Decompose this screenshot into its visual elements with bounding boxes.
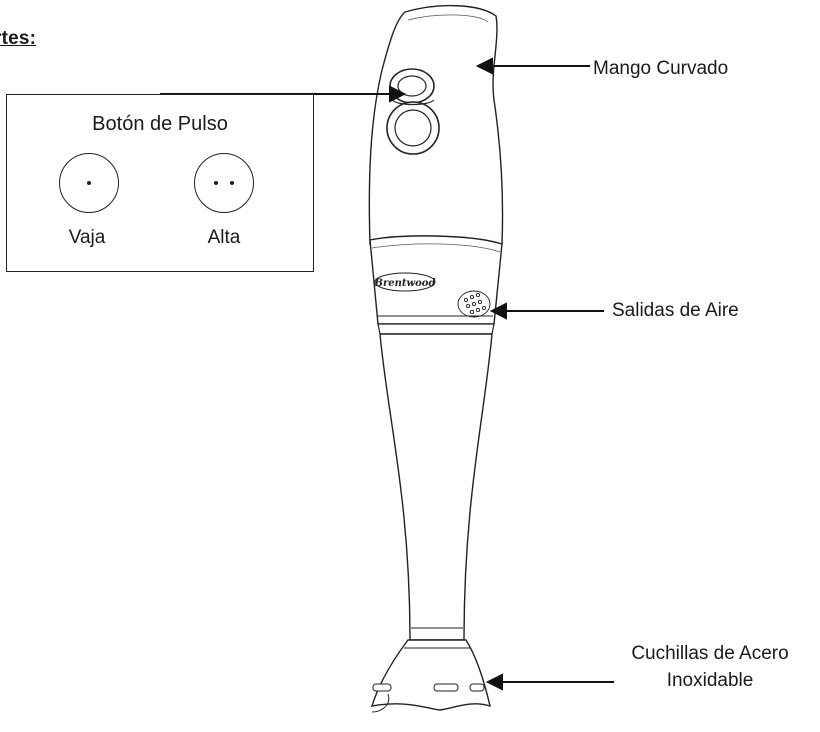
handle-label: Mango Curvado xyxy=(593,58,729,79)
motor-collar xyxy=(369,235,503,325)
dot-icon xyxy=(214,181,218,185)
blending-shaft xyxy=(379,333,493,641)
air-vents xyxy=(457,290,491,318)
blades-label-line1: Cuchillas de Acero xyxy=(631,643,789,664)
low-speed-label: Vaja xyxy=(68,227,106,248)
pulse-button-title: Botón de Pulso xyxy=(92,113,228,135)
pulse-button-callout: Botón de Pulso Vaja Alta xyxy=(6,94,314,272)
dot-icon xyxy=(230,181,234,185)
high-speed-label: Alta xyxy=(207,227,241,248)
blades-label-line2: Inoxidable xyxy=(666,670,754,691)
low-speed-icon xyxy=(59,153,119,213)
blades-label: Cuchillas de Acero Inoxidable xyxy=(620,640,800,694)
section-heading: rtes: xyxy=(0,28,37,49)
blade-guard xyxy=(370,639,491,711)
dot-icon xyxy=(87,181,91,185)
brand-logo: Brentwood xyxy=(374,272,436,292)
svg-text:Brentwood: Brentwood xyxy=(374,278,436,289)
vents-label: Salidas de Aire xyxy=(612,300,739,321)
high-speed-icon xyxy=(194,153,254,213)
pulse-buttons xyxy=(386,68,440,155)
